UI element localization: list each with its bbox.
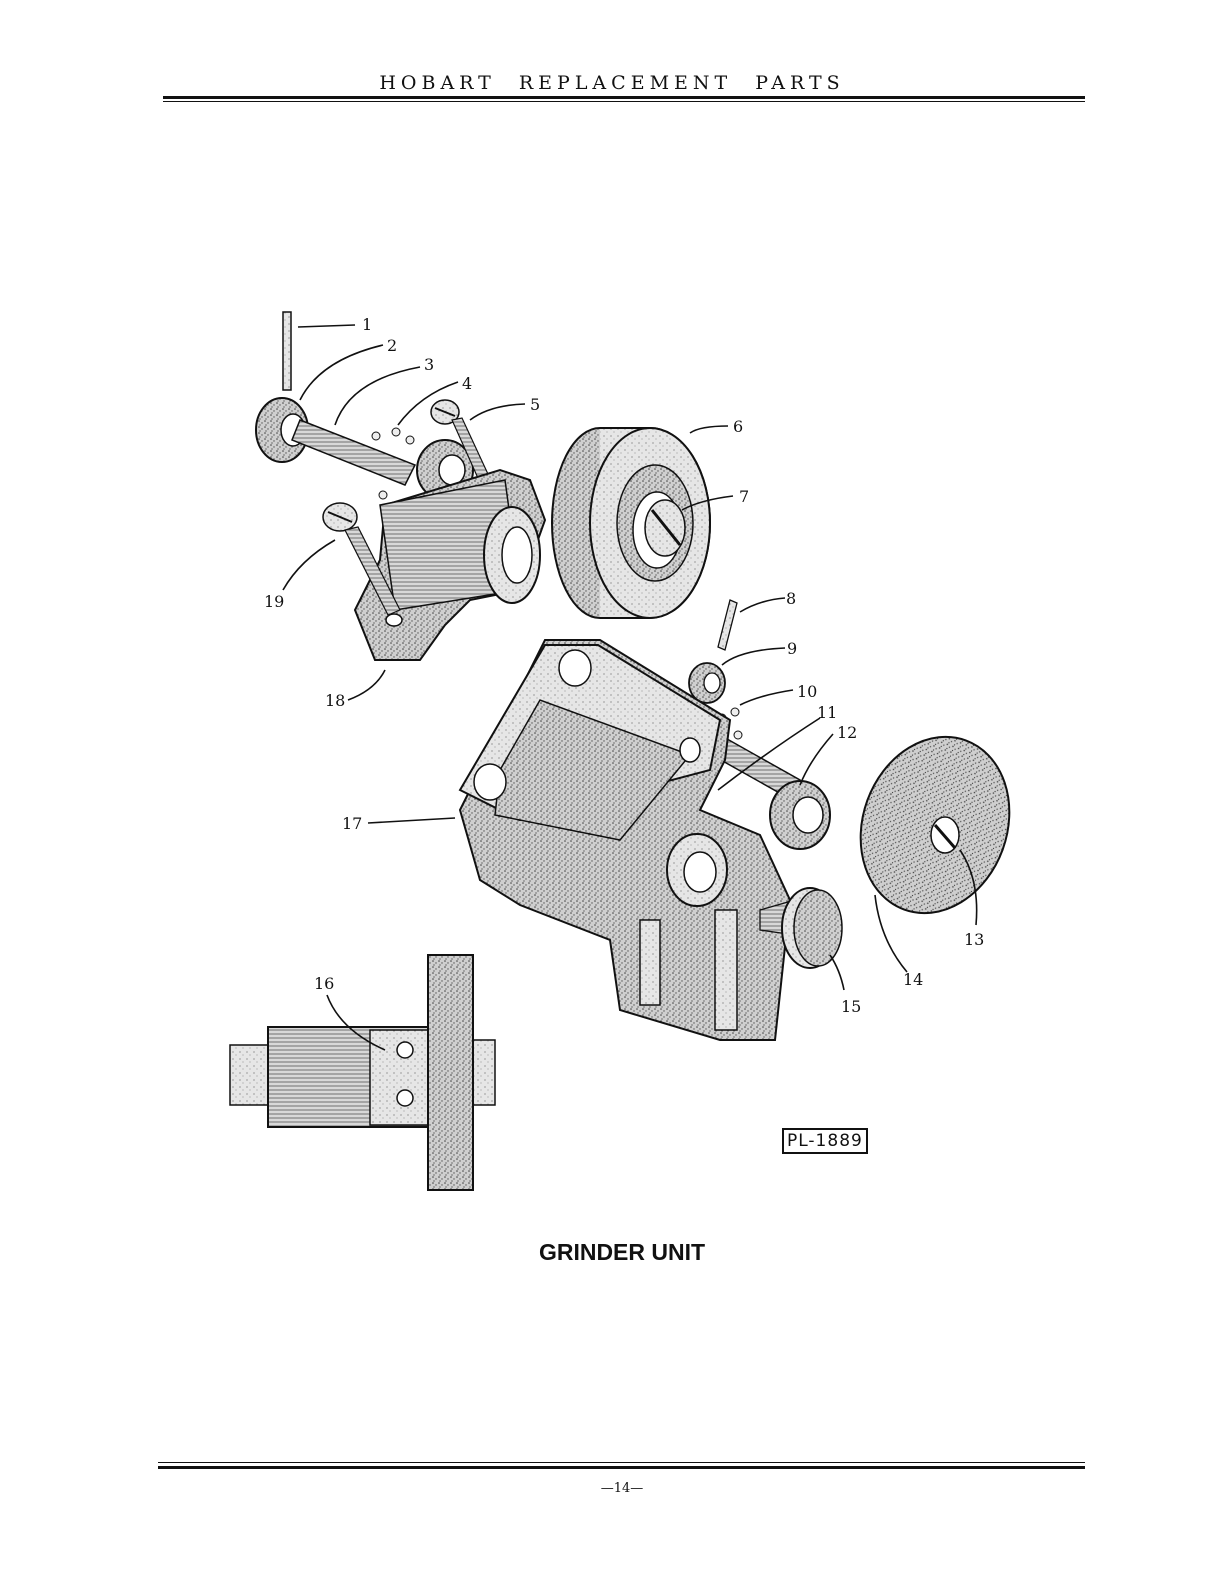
callout-18: 18 [325, 691, 345, 710]
callout-13: 13 [964, 930, 984, 949]
callout-5: 5 [530, 395, 540, 414]
callout-17: 17 [342, 814, 362, 833]
callout-9: 9 [787, 639, 797, 658]
callout-7: 7 [739, 487, 749, 506]
callout-8: 8 [786, 589, 796, 608]
callout-14: 14 [903, 970, 923, 989]
callout-16: 16 [314, 974, 334, 993]
callout-15: 15 [841, 997, 861, 1016]
callout-10: 10 [797, 682, 817, 701]
callout-11: 11 [817, 703, 837, 722]
callout-1: 1 [362, 315, 372, 334]
bearing-collar [770, 781, 830, 849]
grinder-housing [460, 640, 790, 1040]
callout-12: 12 [837, 723, 857, 742]
wheel-nut [645, 500, 685, 556]
callout-6: 6 [733, 417, 743, 436]
section-view [230, 955, 495, 1190]
callout-4: 4 [462, 374, 472, 393]
grinding-wheel-small [837, 716, 1034, 934]
pin [283, 312, 291, 390]
callout-2: 2 [387, 336, 397, 355]
figure-caption: GRINDER UNIT [0, 1239, 1224, 1266]
page-number: —14— [0, 1481, 1224, 1496]
plate-number: PL-1889 [782, 1128, 868, 1154]
grinding-wheel-large [552, 428, 710, 618]
footer-rule-thin [158, 1462, 1085, 1463]
pin-small [718, 600, 737, 650]
callout-3: 3 [424, 355, 434, 374]
footer-rule [158, 1466, 1085, 1469]
callout-19: 19 [264, 592, 284, 611]
